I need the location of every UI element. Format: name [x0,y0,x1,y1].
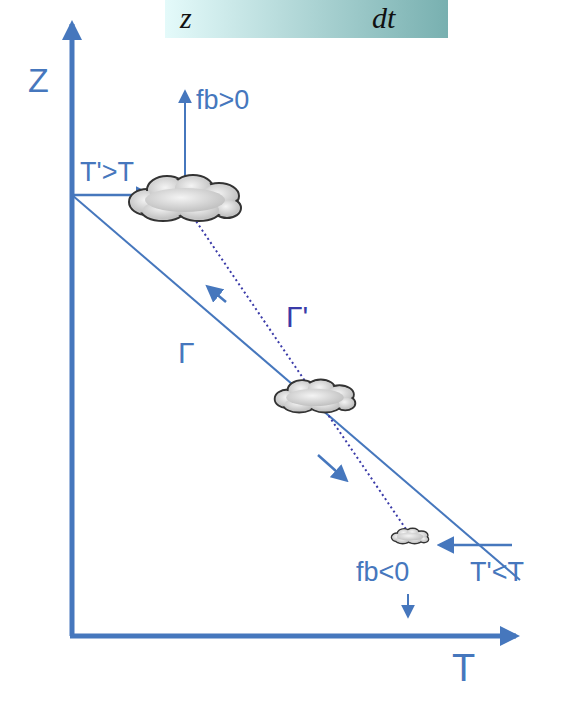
air-parcel-cloud [129,175,241,221]
force-label: fb>0 [196,86,249,116]
temperature-label: T'>T [80,158,134,188]
axis-label: T [452,648,475,690]
lapse-rate-label: Γ' [286,300,308,333]
header-band [165,0,448,38]
motion-arrow [208,287,226,302]
air-parcel-cloud [275,379,356,412]
t-axis [70,634,516,639]
formula-text: dt [372,1,395,34]
temperature-arrow [440,544,512,547]
motion-arrow [318,455,346,480]
lapse-rate-label: Γ [178,336,195,369]
air-parcel-cloud [392,528,429,543]
parcel-lapse-line [185,205,410,535]
buoyancy-arrow [184,92,186,180]
force-label: fb<0 [356,558,409,588]
buoyancy-arrow [407,594,409,616]
z-axis [70,24,75,636]
temperature-label: T'<T [470,558,524,588]
lapse-rate-line [72,195,520,580]
axis-label: Z [28,62,49,99]
formula-text: z [180,1,192,34]
